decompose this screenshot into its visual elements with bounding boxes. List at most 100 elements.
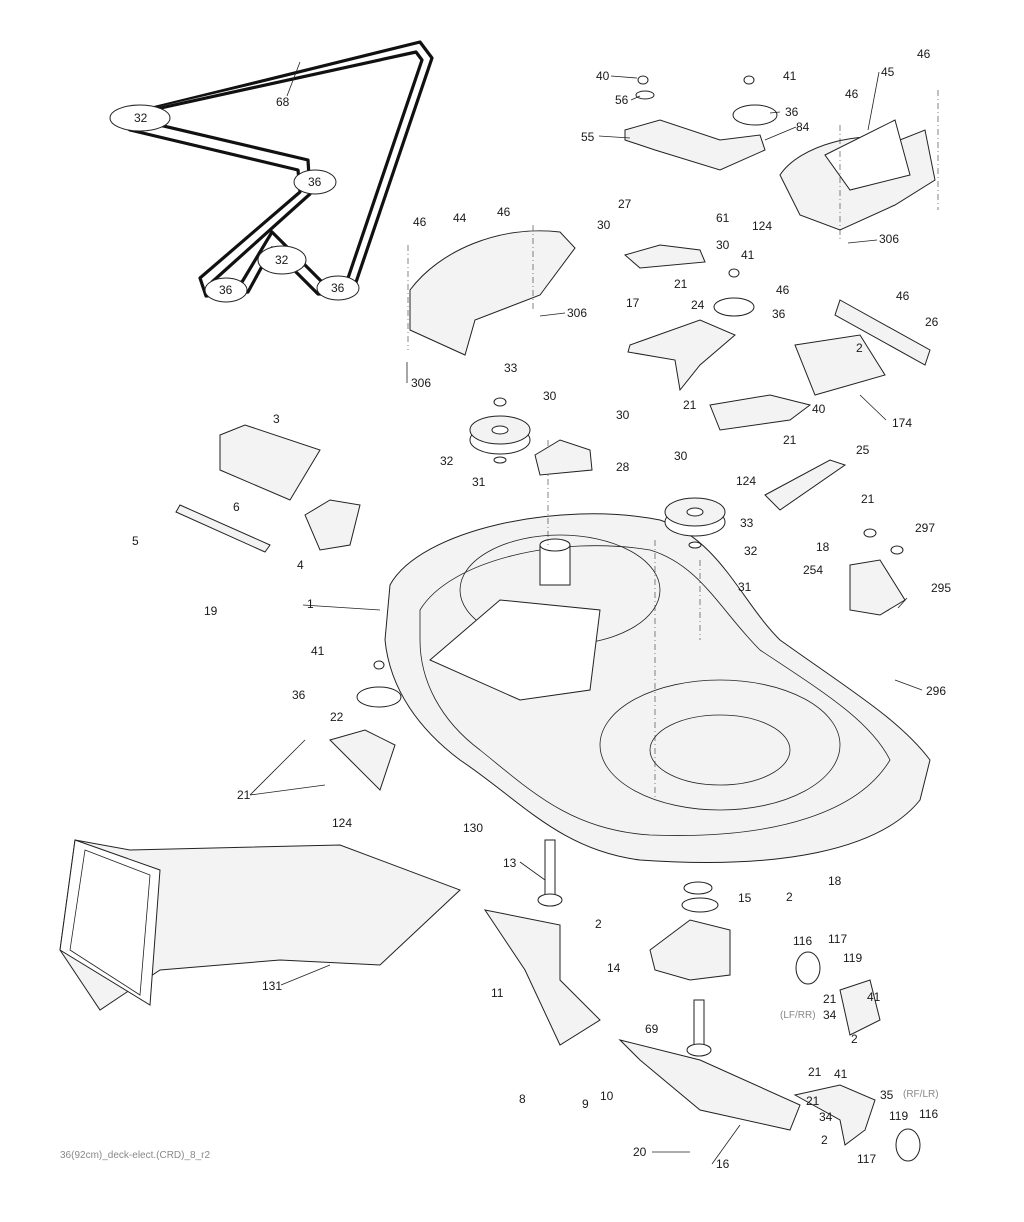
part-label: 40 bbox=[812, 402, 826, 416]
part-label: 124 bbox=[736, 474, 756, 488]
part-label: 21 bbox=[861, 492, 875, 506]
bracket-28 bbox=[534, 439, 593, 476]
part-label: 46 bbox=[413, 215, 427, 229]
belt-guard-left bbox=[407, 225, 576, 356]
idler-bracket-55 bbox=[624, 75, 778, 171]
part-label: 69 bbox=[645, 1022, 659, 1036]
part-label: 2 bbox=[851, 1032, 858, 1046]
belt-pulley-label: 36 bbox=[331, 281, 345, 295]
part-label: 28 bbox=[616, 460, 630, 474]
bracket-26-174 bbox=[794, 299, 931, 396]
part-label: 45 bbox=[881, 65, 895, 79]
part-label: 1 bbox=[307, 597, 314, 611]
part-label: 36 bbox=[785, 105, 799, 119]
part-label: 61 bbox=[716, 211, 730, 225]
bracket-27-24 bbox=[623, 244, 755, 392]
part-label: 306 bbox=[879, 232, 899, 246]
part-label: 33 bbox=[740, 516, 754, 530]
part-label: 30 bbox=[616, 408, 630, 422]
part-label: 46 bbox=[845, 87, 859, 101]
part-label: 254 bbox=[803, 563, 823, 577]
part-label: 21 bbox=[806, 1094, 820, 1108]
part-label: 3 bbox=[273, 412, 280, 426]
drive-belt-assembly: 32 36 32 36 36 bbox=[109, 40, 434, 303]
part-label: 32 bbox=[440, 454, 454, 468]
part-label: 44 bbox=[453, 211, 467, 225]
part-label: 30 bbox=[716, 238, 730, 252]
part-label: 30 bbox=[543, 389, 557, 403]
part-label: 41 bbox=[741, 248, 755, 262]
bracket-3-4-6 bbox=[175, 424, 361, 553]
part-label: 2 bbox=[595, 917, 602, 931]
part-label: 117 bbox=[857, 1152, 876, 1166]
part-label: 56 bbox=[615, 93, 629, 107]
part-label: 5 bbox=[132, 534, 139, 548]
part-label: 46 bbox=[896, 289, 910, 303]
pulley-32-right bbox=[664, 497, 726, 549]
part-label: 124 bbox=[752, 219, 772, 233]
belt-pulley-label: 36 bbox=[219, 283, 233, 297]
part-label: 15 bbox=[738, 891, 752, 905]
part-label: 6 bbox=[233, 500, 240, 514]
part-label: 124 bbox=[332, 816, 352, 830]
part-label: 32 bbox=[744, 544, 758, 558]
part-label: 20 bbox=[633, 1145, 647, 1159]
part-label: 21 bbox=[808, 1065, 822, 1079]
part-label: 131 bbox=[262, 979, 282, 993]
part-label: 119 bbox=[843, 951, 862, 965]
part-label: 16 bbox=[716, 1157, 730, 1171]
part-label: 10 bbox=[600, 1089, 614, 1103]
part-label: 11 bbox=[491, 986, 504, 1000]
leader-lines bbox=[249, 71, 923, 1165]
belt-guard-right bbox=[779, 90, 939, 240]
part-label: 21 bbox=[823, 992, 837, 1006]
drawing-code: 36(92cm)_deck-elect.(CRD)_8_r2 bbox=[60, 1150, 210, 1161]
spindle-housing-right bbox=[649, 881, 731, 1057]
belt-pulley-label: 32 bbox=[134, 111, 148, 125]
part-label: 36 bbox=[772, 307, 786, 321]
part-label: 117 bbox=[828, 932, 847, 946]
part-label: 27 bbox=[618, 197, 632, 211]
part-label: 41 bbox=[834, 1067, 848, 1081]
part-label: 31 bbox=[738, 580, 752, 594]
part-label: 35 bbox=[880, 1088, 894, 1102]
part-label: 41 bbox=[867, 990, 881, 1004]
part-label: 306 bbox=[567, 306, 587, 320]
part-label: 46 bbox=[497, 205, 511, 219]
part-label: 17 bbox=[626, 296, 640, 310]
part-label: 33 bbox=[504, 361, 518, 375]
part-label: 24 bbox=[691, 298, 705, 312]
part-label: 2 bbox=[786, 890, 793, 904]
part-label: 30 bbox=[674, 449, 688, 463]
part-label: 34 bbox=[819, 1110, 833, 1124]
part-callouts: 68 40 56 41 36 84 55 46 45 46 46 44 46 2… bbox=[132, 47, 951, 1171]
part-label: 68 bbox=[276, 95, 290, 109]
part-label: 130 bbox=[463, 821, 483, 835]
part-label: 116 bbox=[919, 1107, 938, 1121]
variant-label-lf-rr: (LF/RR) bbox=[780, 1010, 816, 1021]
part-label: 21 bbox=[683, 398, 697, 412]
part-label: 116 bbox=[793, 934, 812, 948]
part-label: 18 bbox=[828, 874, 842, 888]
part-label: 84 bbox=[796, 120, 810, 134]
part-label: 21 bbox=[237, 788, 251, 802]
part-label: 14 bbox=[607, 961, 621, 975]
part-label: 34 bbox=[823, 1008, 837, 1022]
part-label: 46 bbox=[917, 47, 931, 61]
part-label: 26 bbox=[925, 315, 939, 329]
part-label: 296 bbox=[926, 684, 946, 698]
anti-scalp-wheel-upper bbox=[795, 951, 881, 1036]
part-label: 36 bbox=[292, 688, 306, 702]
part-label: 22 bbox=[330, 710, 344, 724]
spindle-left bbox=[537, 839, 563, 907]
part-label: 4 bbox=[297, 558, 304, 572]
pulley-32-left bbox=[469, 397, 531, 464]
part-label: 30 bbox=[597, 218, 611, 232]
part-label: 8 bbox=[519, 1092, 526, 1106]
bracket-295 bbox=[849, 528, 906, 616]
part-label: 41 bbox=[311, 644, 325, 658]
part-label: 31 bbox=[472, 475, 486, 489]
part-label: 41 bbox=[783, 69, 797, 83]
part-label: 297 bbox=[915, 521, 935, 535]
